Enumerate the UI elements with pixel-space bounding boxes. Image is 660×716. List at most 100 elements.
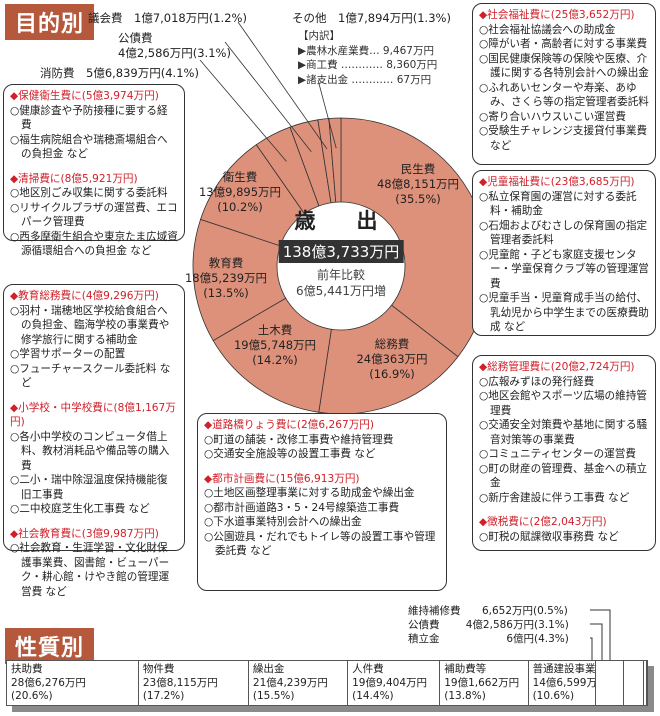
segment-name: 繰出金 xyxy=(252,663,285,675)
callout-item: ○下水道事業特別会計への繰出金 xyxy=(204,516,362,528)
label-sonota: その他 1億7,894万円(1.3%) xyxy=(292,11,451,25)
callout-item: ○都市計画道路3・5・24号線築造工事費 xyxy=(204,501,400,514)
callout-heading: ◆都市計画費に(15億6,913万円) xyxy=(204,472,360,485)
nature-segment xyxy=(644,661,647,705)
callout-group: ◆都市計画費に(15億6,913万円)○土地区画整理事業に対する助成金や繰出金○… xyxy=(204,472,440,559)
segment-name: 人件費 xyxy=(352,663,384,675)
nature-title: 性質別 xyxy=(5,628,95,664)
callout-general-affairs: ◆総務管理費に(20億2,724万円)○広報みずほの発行経費○地区会館やスポーツ… xyxy=(472,355,656,551)
callout-item: ○学習サポーターの配置 xyxy=(10,348,126,360)
callout-heading: ◆児童福祉費に(23億3,685万円) xyxy=(479,176,635,188)
callout-heading: ◆教育総務費に(4億9,296万円) xyxy=(10,290,159,302)
segment-pct-label: (13.8%) xyxy=(444,690,486,702)
callout-item: ○石畑およびむさしの保育園の指定管理者委託料 xyxy=(479,219,648,247)
callout-group: ◆道路橋りょう費に(2億6,267万円)○町道の舗装・改修工事費や維持管理費○交… xyxy=(204,418,440,462)
callout-group: ◆徴税費に(2億2,043万円)○町税の賦課徴収事務費 など xyxy=(479,515,649,544)
breakdown-label: 【内訳】 xyxy=(298,30,340,42)
callout-item: ○国民健康保険等の保険や医療、介護に関する各特別会計への繰出金 xyxy=(479,52,649,80)
segment-pct-label: (17.2%) xyxy=(142,690,185,702)
breakdown-item: ▶諸支出金 ………… 67万円 xyxy=(298,73,432,86)
segment-name: 補助費等 xyxy=(444,663,487,675)
label-reserve: 積立金 6億円(4.3%) xyxy=(408,633,569,645)
callout-heading: ◆保健衛生費に(5億3,974万円) xyxy=(10,90,159,102)
callout-item: ○交通安全施設等の設置工事費 など xyxy=(204,448,376,460)
leader-line xyxy=(199,59,287,162)
purpose-title: 目的別 xyxy=(5,4,95,40)
other-breakdown: 【内訳】 ▶農林水産業費… 9,467万円 ▶商工費 ………… 8,360万円 … xyxy=(298,29,437,87)
callout-item: ○フューチャースクール委託料 など xyxy=(10,362,171,390)
segment-amount: 19億1,662万円 xyxy=(444,676,520,689)
callout-group: ◆教育総務費に(4億9,296万円) ○羽村・瑞穂地区学校給食組合への負担金、臨海… xyxy=(10,289,178,391)
callout-item: ○公園遊具・だれでもトイレ等の設置工事や管理委託費 など xyxy=(204,530,436,558)
segment-amount: 21億4,239万円 xyxy=(252,676,328,689)
segment-pct-label: (20.6%) xyxy=(11,690,53,702)
nature-segment xyxy=(624,661,644,705)
leader-line xyxy=(237,21,328,150)
segment-pct-label: (14.4%) xyxy=(352,690,394,702)
callout-group: ◆保健衛生費に(5億3,974万円) ○健康診査や予防接種に要する経費○福生病院組… xyxy=(10,89,178,162)
segment-name: 扶助費 xyxy=(11,663,43,675)
callout-item: ○寄り合いハウスいこい運営費 xyxy=(479,110,626,123)
callout-heading: ◆清掃費に(8億5,921万円) xyxy=(10,172,138,185)
callout-social-welfare: ◆社会福祉費に(25億3,652万円) ○社会福祉協議会への助成金 ○障がい者・高齢… xyxy=(472,3,656,165)
callout-item: ○ふれあいセンターや寿楽、あゆみ、さくら等の指定管理者委託料 xyxy=(479,81,649,109)
center-title: 歳 出 xyxy=(294,209,388,233)
callout-item: ○西多摩衛生組合や東京たま広域資源循環組合への負担金 など xyxy=(10,230,178,258)
callout-item: ○福生病院組合や瑞穂斎場組合への負担金 など xyxy=(10,133,168,161)
nature-segment xyxy=(596,661,624,705)
callout-child-welfare: ◆児童福祉費に(23億3,685万円)○私立保育園の運営に対する委託料・補助金○… xyxy=(472,170,656,336)
label-debt: 公債費 4億2,586万円(3.1%) xyxy=(408,619,569,631)
callout-item: ○各小中学校のコンピュータ借上料、教材消耗品や備品等の購入費 xyxy=(10,430,170,472)
callout-group: ◆社会福祉費に(25億3,652万円) ○社会福祉協議会への助成金 ○障がい者・高齢… xyxy=(479,8,649,153)
callout-group: ◆社会教育費に(3億9,987万円)○社会教育・生涯学習・文化財保護事業費、図書… xyxy=(10,527,178,600)
callout-hygiene: ◆保健衛生費に(5億3,974万円) ○健康診査や予防接種に要する経費○福生病院組… xyxy=(3,84,185,257)
pie-center-hole xyxy=(276,201,406,331)
callout-item: ○リサイクルプラザの運営費、エコパーク管理費 xyxy=(10,201,178,229)
segment-pct-label: (10.6%) xyxy=(532,690,575,702)
callout-item: ○交通安全対策費や基地に関する騒音対策等の事業費 xyxy=(479,419,648,446)
callout-item: ○障がい者・高齢者に対する事業費 xyxy=(479,38,648,50)
callout-item: ○町道の舗装・改修工事費や維持管理費 xyxy=(204,433,394,446)
callout-item: ○受験生チャレンジ支援貸付事業費 など xyxy=(479,125,648,152)
callout-heading: ◆徴税費に(2億2,043万円) xyxy=(479,516,607,528)
callout-item: ○地区会館やスポーツ広場の維持管理費 xyxy=(479,390,647,417)
leader-line xyxy=(224,41,312,153)
callout-item: ○二小・瑞中除湿温度保持機能復旧工事費 xyxy=(10,474,168,501)
callout-group: ◆清掃費に(8億5,921万円) ○地区別ごみ収集に関する委託料 ○リサイクルプラザ… xyxy=(10,172,178,259)
callout-civil-engineering: ◆道路橋りょう費に(2億6,267万円)○町道の舗装・改修工事費や維持管理費○交… xyxy=(197,413,447,591)
pie-slice xyxy=(192,218,342,342)
callout-heading: ◆小学校・中学校費に(8億1,167万円) xyxy=(10,401,176,429)
callout-item: ○健康診査や予防接種に要する経費 xyxy=(10,104,168,132)
callout-item: ○地区別ごみ収集に関する委託料 xyxy=(10,187,168,199)
callout-education: ◆教育総務費に(4億9,296万円) ○羽村・瑞穂地区学校給食組合への負担金、臨海… xyxy=(3,284,185,598)
callout-item: ○二中校庭芝生化工事費 など xyxy=(10,503,150,515)
callout-group: ◆総務管理費に(20億2,724万円)○広報みずほの発行経費○地区会館やスポーツ… xyxy=(479,360,649,505)
callout-item: ○社会福祉協議会への助成金 xyxy=(479,23,616,36)
segment-name: 普通建設事業費 xyxy=(532,663,596,675)
callout-item: ○私立保育園の運営に対する委託料・補助金 xyxy=(479,190,637,218)
callout-item: ○広報みずほの発行経費 xyxy=(479,375,595,388)
callout-item: ○児童館・子ども家庭支援センター・学童保育クラブ等の管理運営費 xyxy=(479,248,649,290)
callout-item: ○町の財産の管理費、基金への積立金 xyxy=(479,462,648,490)
callout-item: ○新庁舎建設に伴う工事費 など xyxy=(479,491,630,504)
segment-pct-label: (15.5%) xyxy=(252,690,295,702)
callout-item: ○コミュニティセンターの運営費 xyxy=(479,448,636,460)
callout-group: ◆小学校・中学校費に(8億1,167万円)○各小中学校のコンピュータ借上料、教材… xyxy=(10,401,178,517)
callout-item: ○羽村・瑞穂地区学校給食組合への負担金、臨海学校の事業費や修学旅行に関する補助金 xyxy=(10,304,170,346)
leader-line xyxy=(317,79,337,149)
callout-heading: ◆社会教育費に(3億9,987万円) xyxy=(10,527,159,540)
nature-segment: 普通建設事業費14億6,599万円(10.6%) xyxy=(529,661,597,705)
label-maintenance: 維持補修費 6,652万円(0.5%) xyxy=(408,605,568,617)
segment-amount: 19億9,404万円 xyxy=(352,676,428,689)
callout-heading: ◆社会福祉費に(25億3,652万円) xyxy=(479,9,635,21)
